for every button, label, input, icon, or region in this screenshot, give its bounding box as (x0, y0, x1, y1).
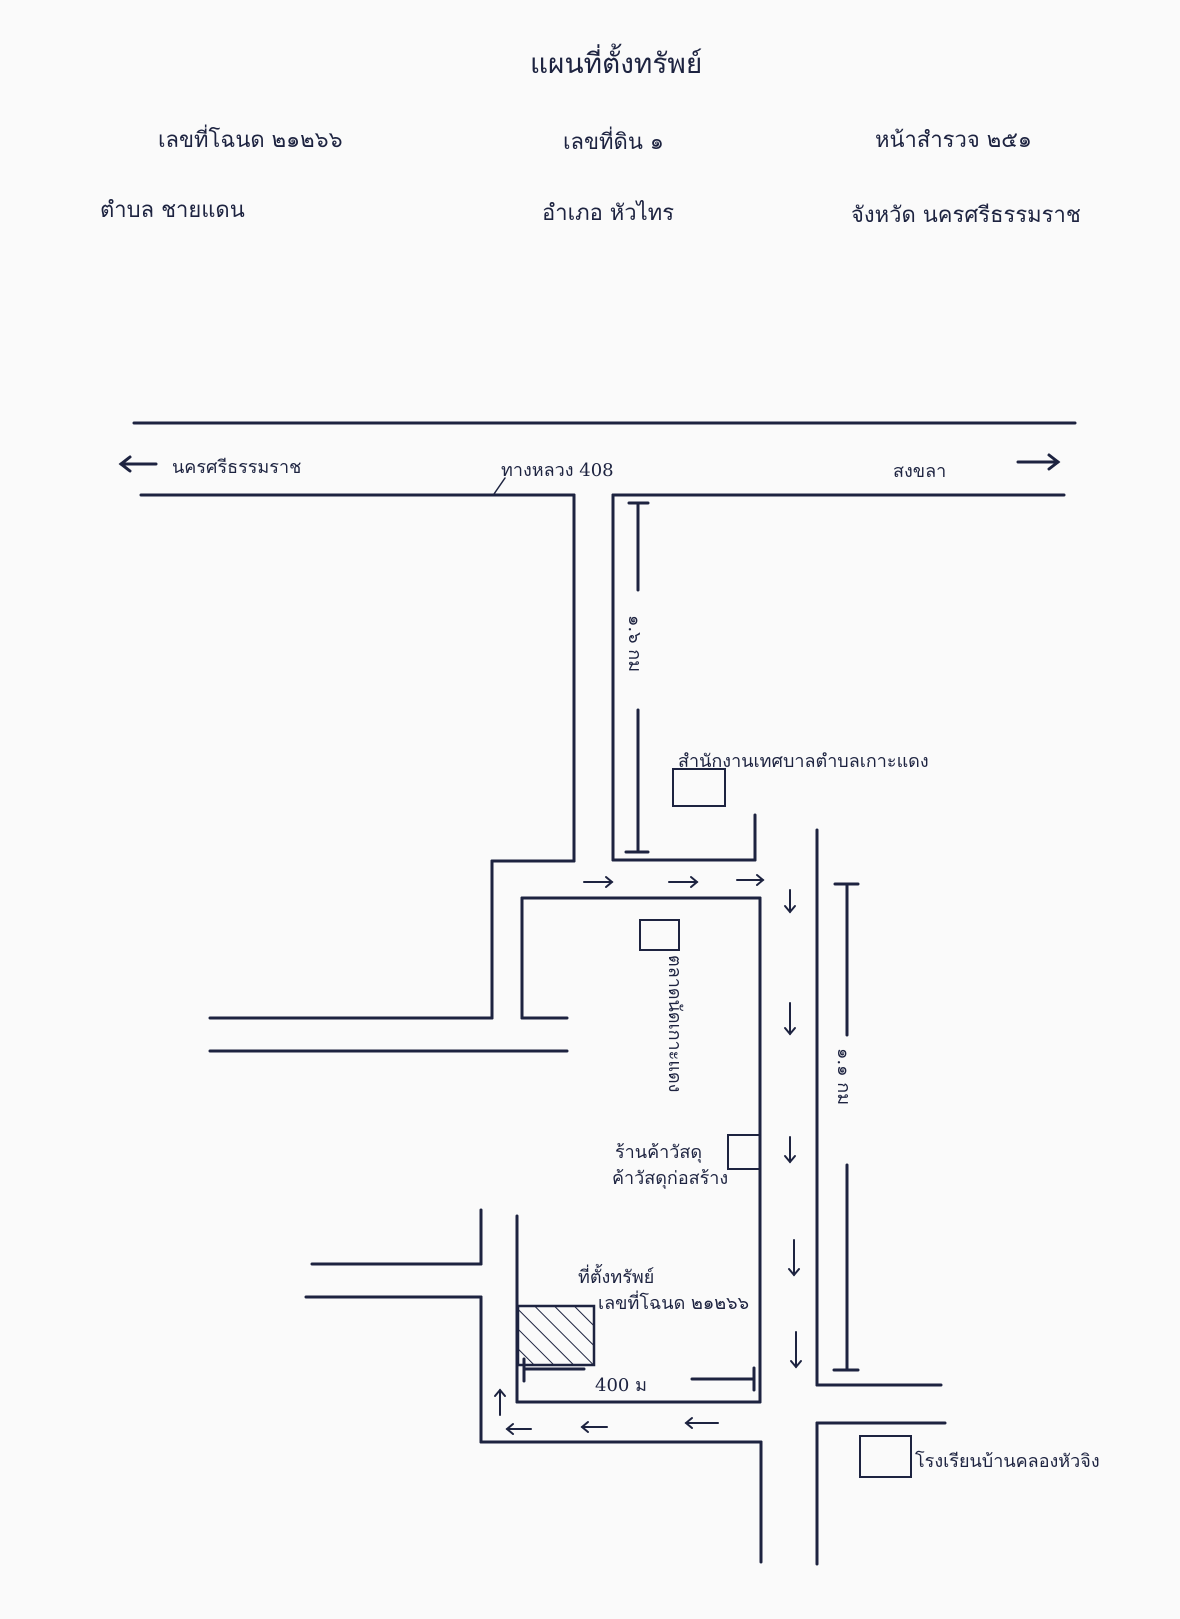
land-number: เลขที่ดิน ๑ (563, 130, 664, 155)
school-box (859, 1435, 912, 1478)
survey-page: หน้าสำรวจ ๒๕๑ (875, 128, 1032, 153)
destination-right-label: สงขลา (893, 461, 947, 482)
landmark-shop-label-1: ร้านค้าวัสดุ (615, 1142, 703, 1163)
distance-label-2: ๑.๑ กม (833, 1048, 854, 1106)
destination-left-label: นครศรีธรรมราช (172, 457, 302, 478)
property-label-2: เลขที่โฉนด ๒๑๒๖๖ (598, 1293, 750, 1314)
landmark-market-label: ตลาดนัดเกาะแดง (664, 955, 685, 1093)
landmark-office-label: สำนักงานเทศบาลตำบลเกาะแดง (678, 751, 929, 772)
property-label-1: ที่ตั้งทรัพย์ (578, 1267, 655, 1288)
distance-label-1: ๑.๖ กม (624, 615, 645, 673)
distance-label-3: 400 ม (595, 1375, 647, 1396)
province: จังหวัด นครศรีธรรมราช (851, 203, 1081, 228)
market-box (639, 919, 680, 951)
landmark-school-label: โรงเรียนบ้านคลองหัวจิง (915, 1451, 1100, 1472)
highway-label: ทางหลวง 408 (501, 460, 614, 481)
office-box (672, 768, 726, 807)
page-title: แผนที่ตั้งทรัพย์ (530, 47, 703, 80)
district: อำเภอ หัวไทร (542, 201, 675, 226)
subdistrict: ตำบล ชายแดน (100, 198, 245, 223)
landmark-shop-label-2: ค้าวัสดุก่อสร้าง (612, 1168, 729, 1189)
deed-number: เลขที่โฉนด ๒๑๒๖๖ (158, 128, 343, 153)
shop-box (727, 1134, 761, 1170)
property-parcel (516, 1304, 596, 1367)
